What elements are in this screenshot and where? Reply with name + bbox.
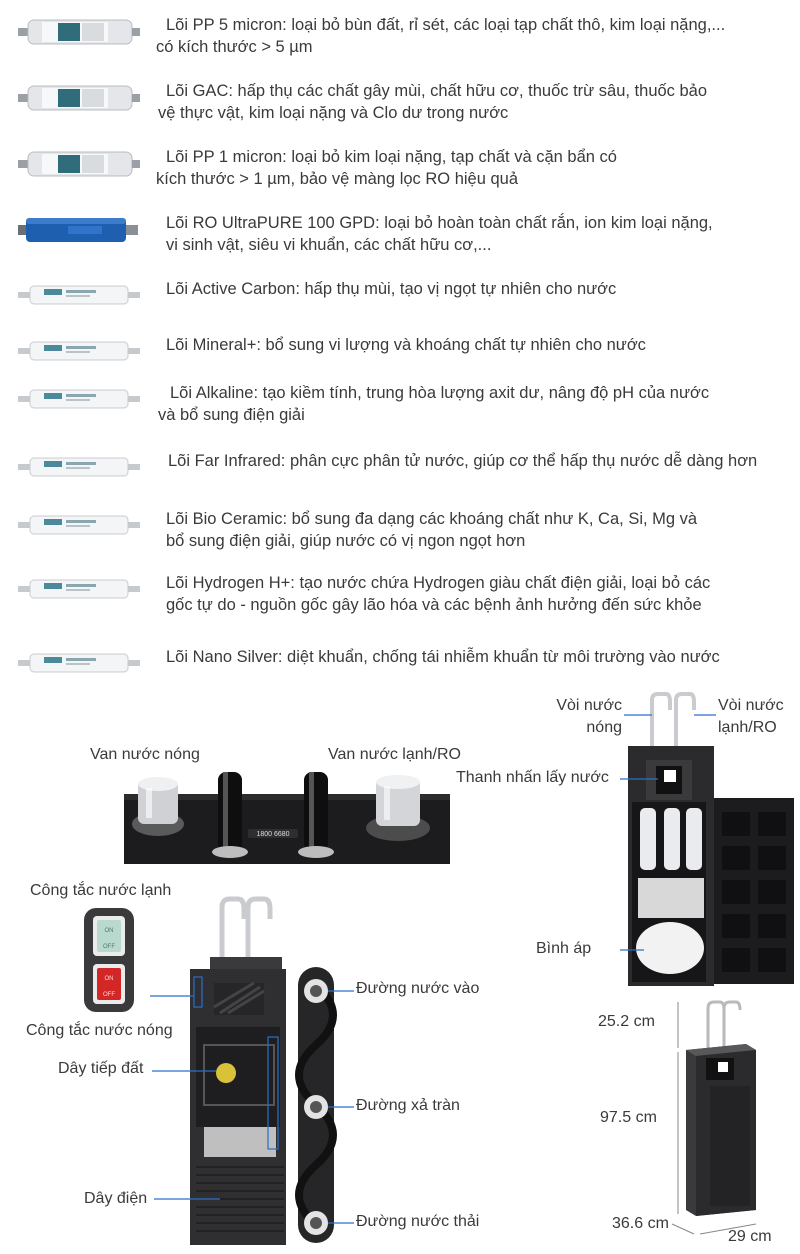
filter-desc-line1: Lõi Nano Silver: diệt khuẩn, chống tái n… — [166, 648, 720, 666]
filter-desc-line1: Lõi GAC: hấp thụ các chất gây mùi, chất … — [166, 82, 708, 100]
cold-switch-label: Công tắc nước lạnh — [30, 882, 172, 899]
inlet-label: Đường nước vào — [356, 980, 480, 997]
filter-cartridge-icon — [18, 579, 140, 599]
hotline-text: 1800 6680 — [256, 831, 289, 838]
cold-switch-on: ON — [105, 928, 114, 934]
waste-label: Đường nước thải — [356, 1213, 480, 1230]
filter-desc-line1: Lõi Active Carbon: hấp thụ mùi, tạo vị n… — [166, 280, 617, 298]
filter-desc-line1: Lõi Alkaline: tạo kiềm tính, trung hòa l… — [170, 384, 710, 402]
cold-valve-knob — [366, 775, 430, 841]
ground-wire-label: Dây tiếp đất — [58, 1060, 144, 1077]
filter-desc-line1: Lõi RO UltraPURE 100 GPD: loại bỏ hoàn t… — [166, 214, 713, 232]
hot-switch-on: ON — [105, 976, 114, 982]
overflow-label: Đường xả tràn — [356, 1097, 460, 1114]
filter-cartridge-icon — [18, 19, 140, 45]
filter-cartridge-icon — [18, 457, 140, 477]
filter-desc-line1: Lõi Hydrogen H+: tạo nước chứa Hydrogen … — [166, 574, 711, 592]
filter-desc-line1: Lõi PP 1 micron: loại bỏ kim loại nặng, … — [166, 148, 617, 166]
dimension-width: 29 cm — [728, 1228, 772, 1245]
machine-back-image — [150, 896, 354, 1245]
filter-desc-line2: và bổ sung điện giải — [158, 406, 305, 424]
hot-tap-label-1: Vòi nước — [556, 697, 622, 714]
hot-switch-off: OFF — [103, 992, 115, 998]
filter-desc-line2: kích thước > 1 µm, bảo vệ màng lọc RO hi… — [156, 170, 519, 188]
filter-desc-line1: Lõi Bio Ceramic: bổ sung đa dạng các kho… — [166, 510, 698, 528]
cold-switch-off: OFF — [103, 944, 115, 950]
power-cord-label: Dây điện — [84, 1190, 148, 1207]
hot-valve-knob — [132, 777, 184, 836]
cold-tap-label-1: Vòi nước — [718, 697, 784, 714]
filter-cartridge-icon — [18, 151, 140, 177]
dimension-depth: 36.6 cm — [612, 1215, 669, 1232]
cold-valve-label: Van nước lạnh/RO — [328, 746, 461, 763]
filter-desc-line2: bổ sung điện giải, giúp nước có vị ngon … — [166, 532, 526, 550]
dimension-height: 97.5 cm — [600, 1109, 657, 1126]
hot-tap-label-2: nóng — [586, 719, 622, 736]
switch-panel-image: ON OFF ON OFF — [84, 908, 134, 1012]
filter-cartridge-icon — [18, 285, 140, 305]
filter-desc-line2: vi sinh vật, siêu vi khuẩn, các chất hữu… — [166, 236, 492, 254]
dimension-drawing — [671, 1000, 757, 1235]
pressure-tank-label: Bình áp — [536, 940, 592, 957]
filter-cartridge-icon — [18, 218, 138, 242]
filter-cartridge-icon — [18, 85, 140, 111]
filter-cartridge-icon — [18, 389, 140, 409]
filter-desc-line2: gốc tự do - nguồn gốc gây lão hóa và các… — [166, 596, 702, 614]
filter-desc-line1: Lõi Far Infrared: phân cực phân tử nước,… — [168, 452, 758, 470]
hot-switch-label: Công tắc nước nóng — [26, 1022, 173, 1039]
filter-cartridge-icon — [18, 653, 140, 673]
valve-panel-image: 1800 6680 — [124, 772, 450, 864]
filter-desc-line1: Lõi Mineral+: bổ sung vi lượng và khoáng… — [166, 336, 646, 354]
filter-cartridge-icon — [18, 341, 140, 361]
dispense-bar-label: Thanh nhấn lấy nước — [456, 769, 609, 786]
cold-tap-label-2: lạnh/RO — [718, 719, 777, 736]
hot-valve-label: Van nước nóng — [90, 746, 200, 763]
filter-cartridge-icon — [18, 515, 140, 535]
machine-front-image — [620, 692, 794, 986]
filter-desc-line2: có kích thước > 5 µm — [156, 38, 313, 56]
dimension-top: 25.2 cm — [598, 1013, 655, 1030]
filter-desc-line1: Lõi PP 5 micron: loại bỏ bùn đất, rỉ sét… — [166, 16, 726, 34]
filter-desc-line2: vệ thực vật, kim loại nặng và Clo dư tro… — [158, 104, 509, 122]
